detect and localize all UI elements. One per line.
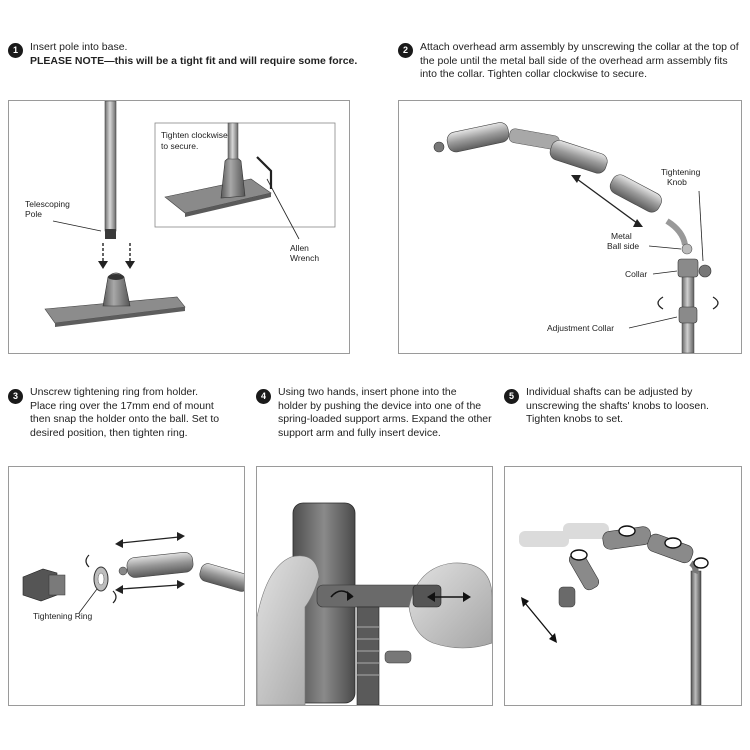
allen-label-2: Wrench: [290, 253, 319, 263]
adjustment-collar: [678, 306, 698, 324]
tighten-label-1: Tighten clockwise: [161, 130, 228, 140]
step-2-line-3: into the collar. Tighten collar clockwis…: [420, 68, 648, 80]
step-2-text: Attach overhead arm assembly by unscrewi…: [420, 41, 745, 82]
step-number-3: 3: [8, 389, 23, 404]
right-hand: [408, 562, 492, 649]
step-number-4: 4: [256, 389, 271, 404]
step-5-line-2: unscrewing the shafts' knobs to loosen.: [526, 399, 709, 412]
step-5-text: Individual shafts can be adjusted by uns…: [526, 386, 741, 427]
collar: [677, 258, 699, 278]
panel-insert-pole: Telescoping Pole Tighten clockwise to se…: [8, 100, 350, 354]
step-5-line-1: Individual shafts can be adjusted by: [526, 386, 693, 398]
allen-wrench: [256, 156, 273, 189]
step-3-line-2: Place ring over the 17mm end of mount: [30, 399, 214, 412]
overhead-arm-illustration: Tightening Knob Metal Ball side Collar A…: [433, 122, 719, 353]
step-number-2: 2: [398, 43, 413, 58]
telescoping-pole: [104, 101, 117, 232]
knob-label-2: Knob: [667, 177, 687, 187]
panel-insert-phone: [256, 466, 493, 706]
shaft-knob-4: [570, 549, 588, 561]
pole: [690, 570, 702, 705]
step-1-note: PLEASE NOTE—this will be a tight fit and…: [30, 54, 358, 67]
tighten-label-2: to secure.: [161, 141, 198, 151]
step-number-5: 5: [504, 389, 519, 404]
adjust-shafts-illustration: [519, 523, 709, 705]
step-4-line-4: support arm and fully insert device.: [278, 426, 441, 439]
shaft-knob-2: [664, 537, 682, 549]
step-3-line-3: then snap the holder onto the ball. Set …: [30, 413, 220, 425]
step-4-line-2: holder by pushing the device into one of…: [278, 399, 482, 412]
step-1-line-1: Insert pole into base.: [30, 41, 128, 53]
allen-label-1: Allen: [290, 243, 309, 253]
panel-adjust-shafts: [504, 466, 742, 706]
panel-tightening-ring: Tightening Ring: [8, 466, 245, 706]
phone-holder-illustration: [257, 502, 492, 705]
metal-ball: [681, 243, 693, 255]
step-2-line-1: Attach overhead arm assembly by unscrewi…: [420, 41, 739, 53]
step-3-line-4: desired position, then tighten ring.: [30, 426, 188, 439]
pole-base-illustration: Telescoping Pole Tighten clockwise to se…: [25, 101, 336, 327]
spring-mount: [356, 606, 380, 705]
step-2-line-2: the pole until the metal ball side of th…: [420, 54, 728, 67]
step-number-1: 1: [8, 43, 23, 58]
tightening-knob: [698, 264, 712, 278]
step-4-line-3: spring-loaded support arms. Expand the o…: [278, 413, 492, 425]
step-4-text: Using two hands, insert phone into the h…: [278, 386, 498, 440]
tightening-ring-label: Tightening Ring: [33, 611, 92, 621]
shaft-knob-1: [618, 525, 636, 537]
step-5-line-3: Tighten knobs to set.: [526, 413, 624, 425]
telescoping-label-2: Pole: [25, 209, 42, 219]
left-hand: [257, 555, 320, 705]
collar-label: Collar: [625, 269, 647, 279]
step-4-line-1: Using two hands, insert phone into the: [278, 386, 457, 398]
ball-label-1: Metal: [611, 231, 632, 241]
holder-ring-illustration: Tightening Ring: [22, 532, 244, 621]
step-1-text: Insert pole into base. PLEASE NOTE—this …: [30, 41, 360, 68]
step-3-line-1: Unscrew tightening ring from holder.: [30, 386, 199, 398]
shaft-knob-3: [693, 557, 709, 569]
telescoping-label-1: Telescoping: [25, 199, 70, 209]
adjustment-collar-label: Adjustment Collar: [547, 323, 614, 333]
step-3-text: Unscrew tightening ring from holder. Pla…: [30, 386, 245, 440]
ball-label-2: Ball side: [607, 241, 639, 251]
knob-label-1: Tightening: [661, 167, 701, 177]
panel-attach-arm: Tightening Knob Metal Ball side Collar A…: [398, 100, 742, 354]
